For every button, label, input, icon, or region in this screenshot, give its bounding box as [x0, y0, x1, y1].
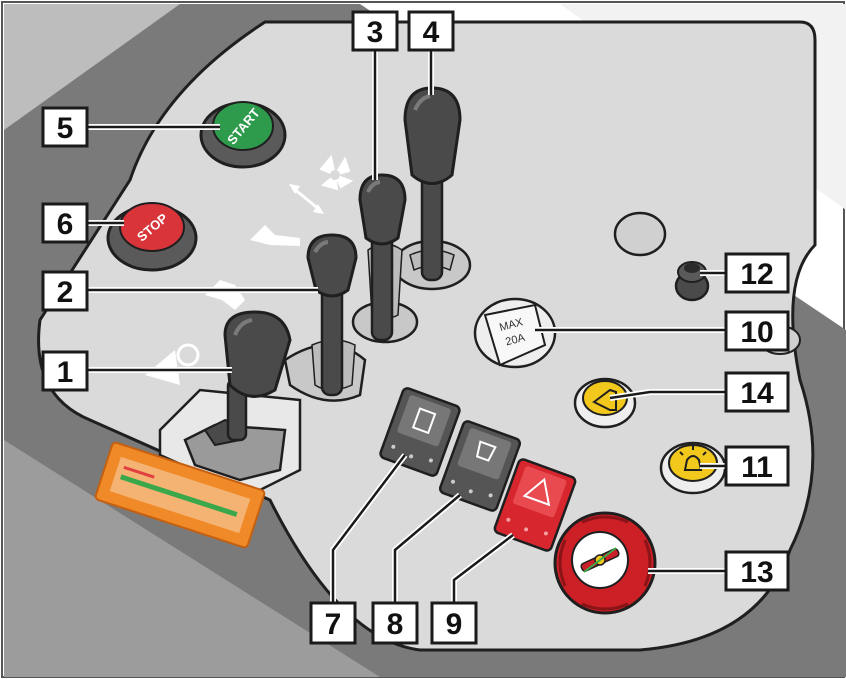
- callout-9: 9: [430, 601, 478, 645]
- svg-text:5: 5: [57, 112, 74, 145]
- beacon-button[interactable]: [659, 441, 727, 495]
- callout-10: 10: [724, 310, 790, 352]
- rotor-icon: [319, 154, 354, 191]
- svg-text:9: 9: [446, 608, 463, 641]
- beacon-icon: [679, 446, 707, 471]
- callout-13: 13: [724, 550, 790, 592]
- svg-text:4: 4: [423, 16, 440, 49]
- svg-text:10: 10: [740, 316, 773, 349]
- warning-label: [94, 441, 266, 549]
- rocker-switch-8[interactable]: [438, 420, 522, 512]
- float-icon: [411, 407, 437, 435]
- battery-master-switch[interactable]: [553, 511, 657, 615]
- work-light-icon: [475, 440, 497, 462]
- chute-icon: [250, 225, 300, 246]
- horn-button[interactable]: [573, 377, 637, 429]
- callout-2: 2: [41, 270, 89, 312]
- svg-text:2: 2: [57, 276, 74, 309]
- double-arrow-icon: [289, 184, 324, 214]
- callout-12: 12: [724, 252, 790, 294]
- power-socket[interactable]: [674, 261, 710, 302]
- stop-button[interactable]: STOP: [106, 202, 198, 272]
- lever-2[interactable]: [283, 233, 367, 402]
- horn-icon: [592, 388, 617, 411]
- start-button[interactable]: START: [199, 101, 287, 169]
- blank-plug: [613, 211, 667, 257]
- callout-4: 4: [407, 10, 455, 52]
- svg-text:11: 11: [741, 451, 773, 484]
- svg-text:8: 8: [387, 608, 404, 641]
- hazard-switch[interactable]: [493, 458, 577, 552]
- lever-1[interactable]: [183, 310, 292, 482]
- fuse-label-line2: 20A: [504, 332, 527, 349]
- lever-4[interactable]: [392, 86, 472, 291]
- callout-leaders: [87, 50, 726, 603]
- lever-3[interactable]: [351, 173, 419, 344]
- svg-text:13: 13: [740, 556, 773, 589]
- svg-text:12: 12: [740, 258, 773, 291]
- callout-8: 8: [371, 601, 419, 645]
- hazard-icon: [522, 477, 551, 507]
- svg-text:14: 14: [740, 377, 774, 410]
- svg-text:7: 7: [325, 608, 342, 641]
- svg-text:1: 1: [57, 356, 74, 389]
- svg-text:6: 6: [57, 208, 74, 241]
- rocker-switch-7[interactable]: [379, 387, 461, 477]
- callout-3: 3: [351, 10, 399, 52]
- background-band-left: [4, 4, 180, 130]
- callout-11: 11: [724, 445, 790, 487]
- callout-6: 6: [41, 202, 89, 244]
- callout-7: 7: [309, 601, 357, 645]
- console-panel: [37, 20, 817, 652]
- svg-text:3: 3: [367, 16, 384, 49]
- callout-14: 14: [724, 371, 790, 413]
- callout-5: 5: [41, 106, 89, 148]
- callout-1: 1: [41, 350, 89, 392]
